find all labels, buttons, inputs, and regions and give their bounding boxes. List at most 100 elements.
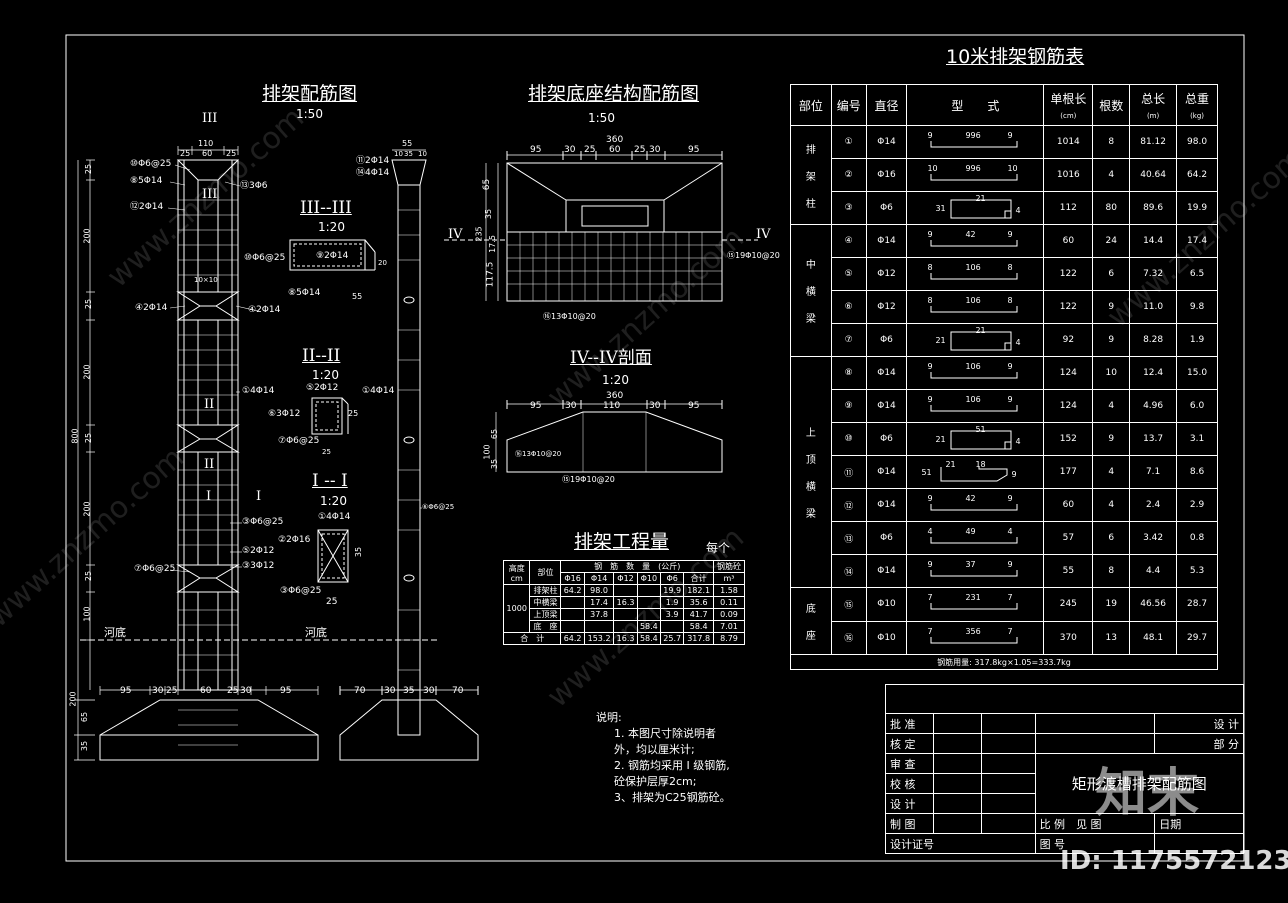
dim-bottom: 25 bbox=[166, 686, 178, 696]
label-m4: ④2Φ14 bbox=[135, 303, 168, 313]
shape-dim: 106 bbox=[965, 395, 981, 404]
rebar-length: 245 bbox=[1043, 587, 1094, 622]
qty-subheader: Φ10 bbox=[636, 572, 662, 585]
rebar-total-length: 89.6 bbox=[1129, 191, 1178, 225]
s3-label: 55 bbox=[352, 292, 363, 301]
rebar-length: 60 bbox=[1043, 488, 1094, 522]
s2-label: ⑤2Φ12 bbox=[306, 383, 339, 393]
rebar-total-length: 12.4 bbox=[1129, 356, 1178, 390]
shape-dim: 7 bbox=[927, 626, 933, 636]
label-r14: ⑭4Φ14 bbox=[356, 168, 390, 178]
section-mark-ii: II bbox=[204, 457, 215, 472]
notes-line: 1. 本图尺寸除说明者 bbox=[614, 727, 716, 740]
iv-dim: 110 bbox=[603, 401, 621, 411]
qty-table-title: 排架工程量 bbox=[574, 531, 670, 553]
dim-vert: 200 bbox=[82, 228, 92, 244]
label-grid: 10×10 bbox=[194, 276, 218, 284]
rebar-number: ② bbox=[830, 158, 867, 192]
shape-dim: 8 bbox=[1007, 263, 1013, 272]
dim-bottom: 25 bbox=[227, 686, 239, 696]
section-i-scale: 1:20 bbox=[320, 494, 347, 508]
qty-value bbox=[560, 620, 585, 633]
rebar-weight: 98.0 bbox=[1176, 125, 1218, 159]
dim-vert: 25 bbox=[84, 570, 94, 582]
rebar-number: ③ bbox=[830, 191, 867, 225]
header-cell: 总长(m) bbox=[1129, 84, 1178, 126]
label-iv16: ⑯13Φ10@20 bbox=[515, 450, 562, 458]
rebar-count: 6 bbox=[1092, 521, 1131, 555]
tb-drawing-name: 矩形渡槽排架配筋图 bbox=[1034, 753, 1245, 814]
dim-vert: 200 bbox=[68, 691, 78, 707]
rebar-length: 370 bbox=[1043, 620, 1094, 655]
qty-value bbox=[613, 584, 638, 597]
base-dim: 25 bbox=[634, 145, 646, 155]
rebar-length: 1014 bbox=[1043, 125, 1094, 159]
s2-label: 25 bbox=[348, 409, 359, 418]
rebar-length: 124 bbox=[1043, 389, 1094, 423]
rebar-number: ⑧ bbox=[830, 356, 867, 390]
shape-dim: 4 bbox=[1007, 527, 1013, 536]
s3-label: 20 bbox=[378, 259, 387, 267]
rebar-number: ⑤ bbox=[830, 257, 867, 291]
label-m13: ⑬3Φ6 bbox=[240, 181, 268, 191]
base-dim-vert: 17.5 bbox=[487, 235, 497, 253]
rebar-diameter: Φ14 bbox=[865, 488, 908, 522]
dim-label: 25 bbox=[180, 149, 191, 158]
dim-vert: 25 bbox=[84, 432, 94, 444]
rebar-diameter: Φ14 bbox=[865, 455, 908, 489]
rebar-table-title: 10米排架钢筋表 bbox=[946, 46, 1085, 68]
base-dim: 95 bbox=[530, 145, 542, 155]
qty-value bbox=[613, 608, 638, 621]
qty-value bbox=[636, 596, 662, 609]
qty-value bbox=[660, 620, 685, 633]
qty-value: 98.0 bbox=[583, 584, 615, 597]
leader-lines bbox=[167, 164, 422, 573]
label-m4r: ④2Φ14 bbox=[248, 305, 281, 315]
rebar-group: 中横梁 bbox=[790, 224, 832, 357]
label-m10: ⑩Φ6@25 bbox=[130, 159, 172, 169]
qty-value bbox=[636, 584, 662, 597]
qty-value: 0.11 bbox=[712, 596, 746, 609]
rebar-number: ⑨ bbox=[830, 389, 867, 423]
dim-bottom: 95 bbox=[120, 686, 132, 696]
rebar-weight: 64.2 bbox=[1176, 158, 1218, 192]
section-mark-i: I bbox=[206, 489, 212, 504]
shape-dim: 10 bbox=[1007, 164, 1018, 173]
rebar-length: 177 bbox=[1043, 455, 1094, 489]
shape-dim: 4 bbox=[1015, 206, 1021, 215]
label-b16: ⑯13Φ10@20 bbox=[543, 312, 596, 321]
tb-drawing-no: 图 号 bbox=[1034, 833, 1156, 854]
rebar-diameter: Φ14 bbox=[865, 125, 908, 159]
rebar-total-length: 4.4 bbox=[1129, 554, 1178, 588]
rebar-total-length: 7.32 bbox=[1129, 257, 1178, 291]
dim-label: 60 bbox=[202, 149, 213, 158]
qty-total-value: 58.4 bbox=[636, 632, 662, 645]
label-r6: ⑥Φ6@25 bbox=[422, 503, 455, 511]
qty-value: 37.8 bbox=[583, 608, 615, 621]
watermark-id: ID: 1175572123 bbox=[1060, 846, 1288, 876]
base-grid bbox=[507, 232, 722, 301]
qty-value: 64.2 bbox=[560, 584, 585, 597]
rebar-diameter: Φ12 bbox=[865, 290, 908, 324]
qty-value bbox=[613, 620, 638, 633]
section-iv-title: IV--IV剖面 bbox=[570, 348, 652, 368]
iv-dim: 360 bbox=[606, 391, 624, 401]
rebar-length: 122 bbox=[1043, 290, 1094, 324]
rebar-count: 13 bbox=[1092, 620, 1131, 655]
shape-dim: 21 bbox=[935, 435, 946, 444]
rebar-total-length: 4.96 bbox=[1129, 389, 1178, 423]
rebar-diameter: Φ6 bbox=[865, 191, 908, 225]
